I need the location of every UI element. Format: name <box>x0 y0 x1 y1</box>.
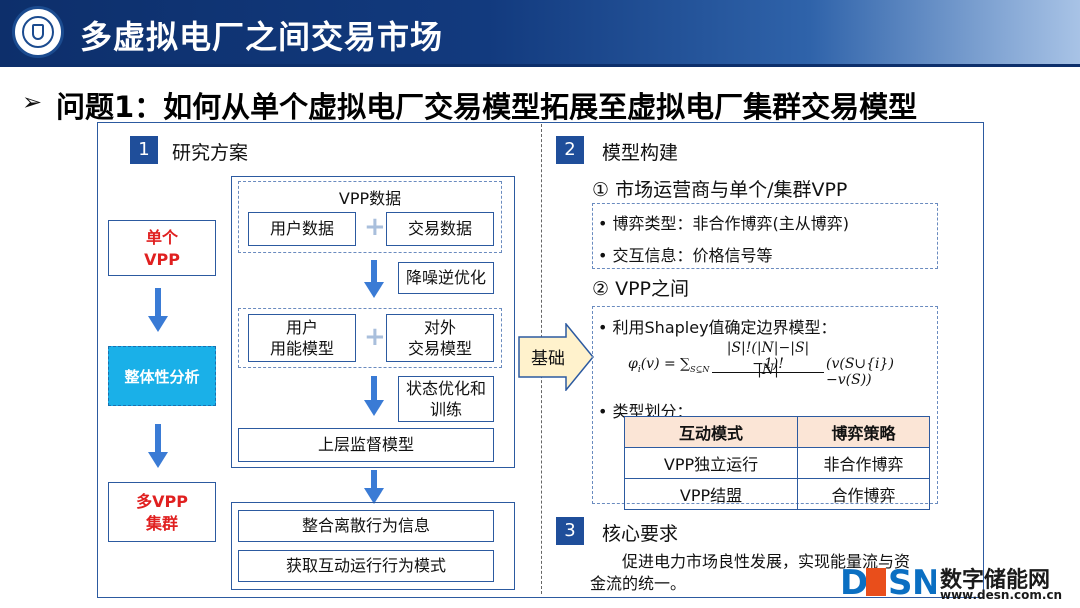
desn-logo-icon: D S N <box>840 562 940 603</box>
table-cell: 合作博弈 <box>797 478 930 510</box>
university-logo-icon <box>12 6 64 58</box>
external-trade-model-box: 对外 交易模型 <box>386 314 494 362</box>
svg-text:S: S <box>888 563 913 602</box>
title-underline <box>0 64 1080 67</box>
section-title-model: 模型构建 <box>602 142 679 164</box>
shapley-formula: φi(v) = ∑S⊆N |S|!(|N|−|S|−1)! |N| (v(S∪{… <box>628 340 894 388</box>
down-arrow-icon <box>364 376 384 416</box>
denoise-inverse-opt-box: 降噪逆优化 <box>398 262 494 294</box>
shapley-text: • 利用Shapley值确定边界模型： <box>598 318 837 337</box>
bullet-arrow-icon: ➢ <box>22 88 43 116</box>
down-arrow-icon <box>148 424 168 468</box>
plus-icon: + <box>364 212 386 242</box>
down-arrow-icon <box>364 470 384 504</box>
svg-text:D: D <box>840 563 868 602</box>
output-box <box>231 502 515 590</box>
process-box <box>231 176 515 468</box>
svg-text:N: N <box>912 563 936 602</box>
brand-url[interactable]: www.desn.com.cn <box>940 588 1063 602</box>
stage-multi-vpp-cluster: 多VPP 集群 <box>108 482 216 542</box>
basis-label: 基础 <box>531 349 565 369</box>
vpp-data-title: VPP数据 <box>338 189 402 208</box>
table-row: VPP结盟 合作博弈 <box>624 478 930 510</box>
info-box-1 <box>592 203 938 269</box>
trade-data-box: 交易数据 <box>386 212 494 246</box>
core-text-line1: 促进电力市场良性发展，实现能量流与资 <box>622 552 911 571</box>
slide-title: 多虚拟电厂之间交易市场 <box>80 18 444 56</box>
user-energy-model-box: 用户 用能模型 <box>248 314 356 362</box>
section-number-2: 2 <box>556 136 584 164</box>
subsection-between-vpp: ② VPP之间 <box>592 278 689 300</box>
table-header: 博弈策略 <box>797 416 930 448</box>
down-arrow-icon <box>148 288 168 332</box>
table-header: 互动模式 <box>624 416 798 448</box>
subsection-operator-vpp: ① 市场运营商与单个/集群VPP <box>592 179 848 201</box>
table-row: VPP独立运行 非合作博弈 <box>624 447 930 479</box>
question-heading: 问题1：如何从单个虚拟电厂交易模型拓展至虚拟电厂集群交易模型 <box>56 90 918 124</box>
interaction-info-text: • 交互信息：价格信号等 <box>598 246 773 265</box>
table-cell: VPP结盟 <box>624 478 798 510</box>
vpp-data-group <box>238 181 502 253</box>
section-number-1: 1 <box>130 136 158 164</box>
title-bar <box>0 0 1080 64</box>
upper-supervision-model-box: 上层监督模型 <box>238 428 494 462</box>
brand-name: 数字储能网 <box>940 568 1051 593</box>
model-group <box>238 308 502 368</box>
integrate-behavior-box: 整合离散行为信息 <box>238 510 494 542</box>
core-text-line2: 金流的统一。 <box>590 574 687 593</box>
plus-icon: + <box>364 322 386 352</box>
state-optimization-box: 状态优化和 训练 <box>398 376 494 422</box>
stage-single-vpp: 单个 VPP <box>108 220 216 276</box>
table-cell: VPP独立运行 <box>624 447 798 479</box>
table-cell: 非合作博弈 <box>797 447 930 479</box>
stage-integral-analysis: 整体性分析 <box>108 346 216 406</box>
user-data-box: 用户数据 <box>248 212 356 246</box>
acquire-pattern-box: 获取互动运行行为模式 <box>238 550 494 582</box>
section-number-3: 3 <box>556 517 584 545</box>
section-title-core: 核心要求 <box>602 523 679 545</box>
table-header-row: 互动模式 博弈策略 <box>624 416 930 448</box>
game-type-text: • 博弈类型：非合作博弈(主从博弈) <box>598 214 850 233</box>
down-arrow-icon <box>364 260 384 298</box>
content-frame <box>97 122 984 598</box>
basis-arrow-icon <box>518 323 594 391</box>
mode-strategy-table: 互动模式 博弈策略 VPP独立运行 非合作博弈 VPP结盟 合作博弈 <box>624 416 930 510</box>
section-title-research: 研究方案 <box>172 142 249 164</box>
